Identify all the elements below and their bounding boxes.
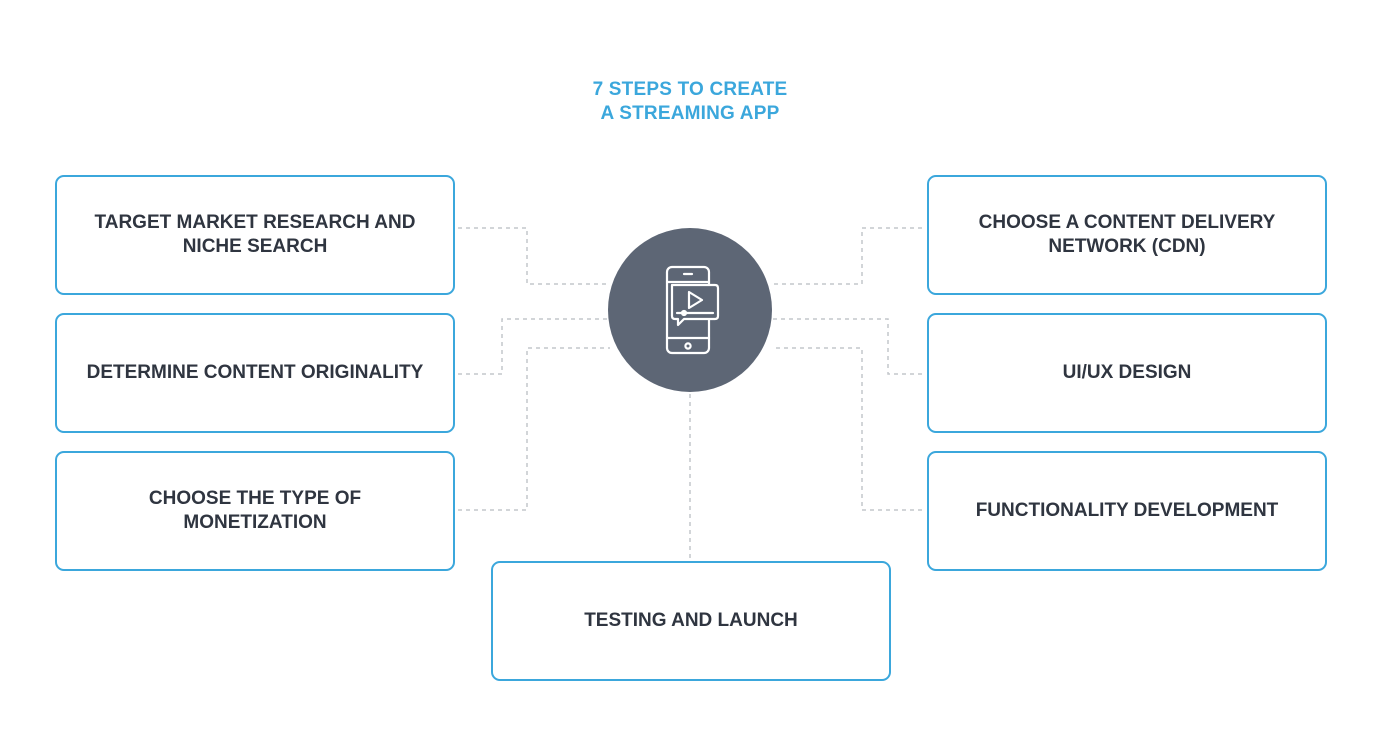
smartphone-video-play-icon [665, 265, 720, 355]
connector-step-4 [772, 227, 922, 285]
connector-step-6 [772, 347, 922, 511]
step-box-content-originality: DETERMINE CONTENT ORIGINALITY [55, 313, 455, 433]
step-box-target-market-research: TARGET MARKET RESEARCH AND NICHE SEARCH [55, 175, 455, 295]
step-label: CHOOSE THE TYPE OF MONETIZATION [148, 488, 362, 533]
step-label: UI/UX DESIGN [1062, 362, 1192, 383]
step-label: DETERMINE CONTENT ORIGINALITY [86, 362, 424, 383]
step-label: FUNCTIONALITY DEVELOPMENT [975, 500, 1279, 521]
step-box-functionality-development: FUNCTIONALITY DEVELOPMENT [927, 451, 1327, 571]
step-label: CHOOSE A CONTENT DELIVERY NETWORK (CDN) [978, 212, 1276, 257]
step-box-monetization: CHOOSE THE TYPE OF MONETIZATION [55, 451, 455, 571]
step-box-ui-ux-design: UI/UX DESIGN [927, 313, 1327, 433]
diagram-title: 7 STEPS TO CREATE A STREAMING APP [592, 79, 788, 124]
connector-step-2 [458, 318, 610, 375]
connector-step-3 [458, 347, 610, 511]
step-box-cdn: CHOOSE A CONTENT DELIVERY NETWORK (CDN) [927, 175, 1327, 295]
step-label: TARGET MARKET RESEARCH AND NICHE SEARCH [94, 212, 416, 257]
connector-step-1 [458, 227, 610, 285]
connector-step-5 [772, 318, 922, 375]
hub-circle [608, 228, 772, 392]
step-label: TESTING AND LAUNCH [584, 610, 798, 631]
step-box-testing-and-launch: TESTING AND LAUNCH [491, 561, 891, 681]
